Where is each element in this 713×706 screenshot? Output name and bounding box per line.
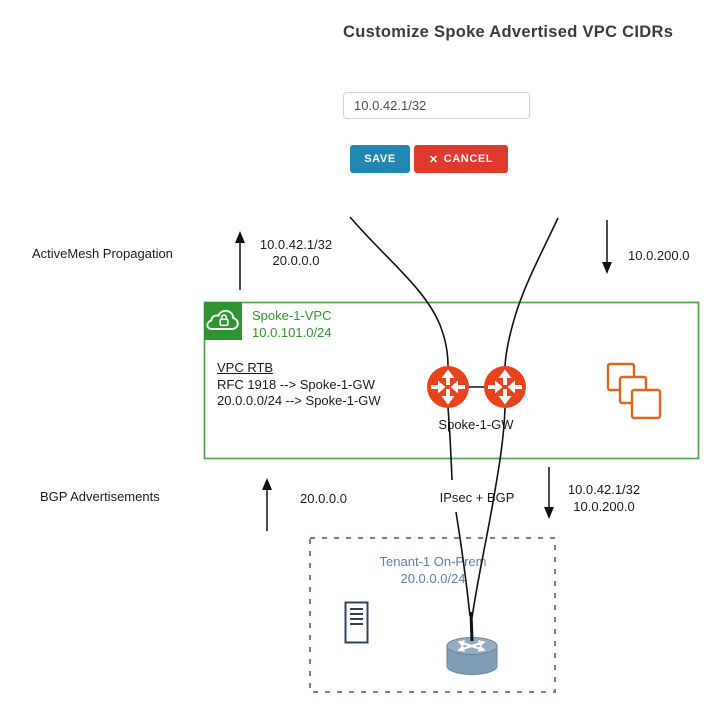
vpc-rtb-rule-2: 20.0.0.0/24 --> Spoke-1-GW	[217, 393, 381, 408]
save-button[interactable]: SAVE	[350, 145, 410, 173]
vpc-rtb-title: VPC RTB	[217, 360, 274, 375]
advertised-from-spoke-label: 10.0.200.0	[628, 248, 690, 263]
propagated-cidrs-label: 10.0.42.1/32 20.0.0.0	[254, 237, 338, 269]
bgp-advertised-cidr-label: 20.0.0.0	[300, 491, 347, 506]
advertised-to-onprem-cidr-2: 10.0.200.0	[573, 499, 635, 514]
page-title: Customize Spoke Advertised VPC CIDRs	[343, 23, 674, 41]
advertised-to-onprem-label: 10.0.42.1/32 10.0.200.0	[560, 481, 648, 515]
save-button-label: SAVE	[364, 153, 396, 165]
vpc-cidr: 10.0.101.0/24	[252, 325, 332, 340]
router-arrows	[457, 640, 486, 652]
activemesh-propagation-label: ActiveMesh Propagation	[32, 246, 173, 261]
spoke-gateway-icon-left	[427, 366, 469, 408]
cidr-input[interactable]	[343, 92, 530, 119]
onprem-name: Tenant-1 On-Prem	[379, 554, 487, 569]
gateway-label: Spoke-1-GW	[438, 417, 514, 432]
advertised-to-onprem-cidr-1: 10.0.42.1/32	[567, 482, 641, 497]
propagated-cidr-1: 10.0.42.1/32	[259, 237, 333, 252]
ipsec-bgp-label: IPsec + BGP	[439, 490, 515, 505]
vpc-cloud-lock-icon	[206, 309, 239, 330]
propagated-cidr-2: 20.0.0.0	[272, 253, 320, 268]
close-icon: ✕	[428, 153, 439, 166]
router-icon	[446, 637, 498, 675]
spoke-gateway-icon-right	[484, 366, 526, 408]
bgp-advertisements-label: BGP Advertisements	[40, 489, 160, 504]
instances-icon	[606, 362, 662, 420]
vpc-name: Spoke-1-VPC	[252, 308, 332, 323]
vpc-rtb-rule-1: RFC 1918 --> Spoke-1-GW	[217, 377, 375, 392]
server-icon	[344, 601, 369, 644]
cancel-button-label: CANCEL	[443, 153, 494, 165]
cancel-button[interactable]: ✕ CANCEL	[414, 145, 508, 173]
onprem-box	[309, 537, 556, 693]
onprem-cidr: 20.0.0.0/24	[400, 571, 466, 586]
